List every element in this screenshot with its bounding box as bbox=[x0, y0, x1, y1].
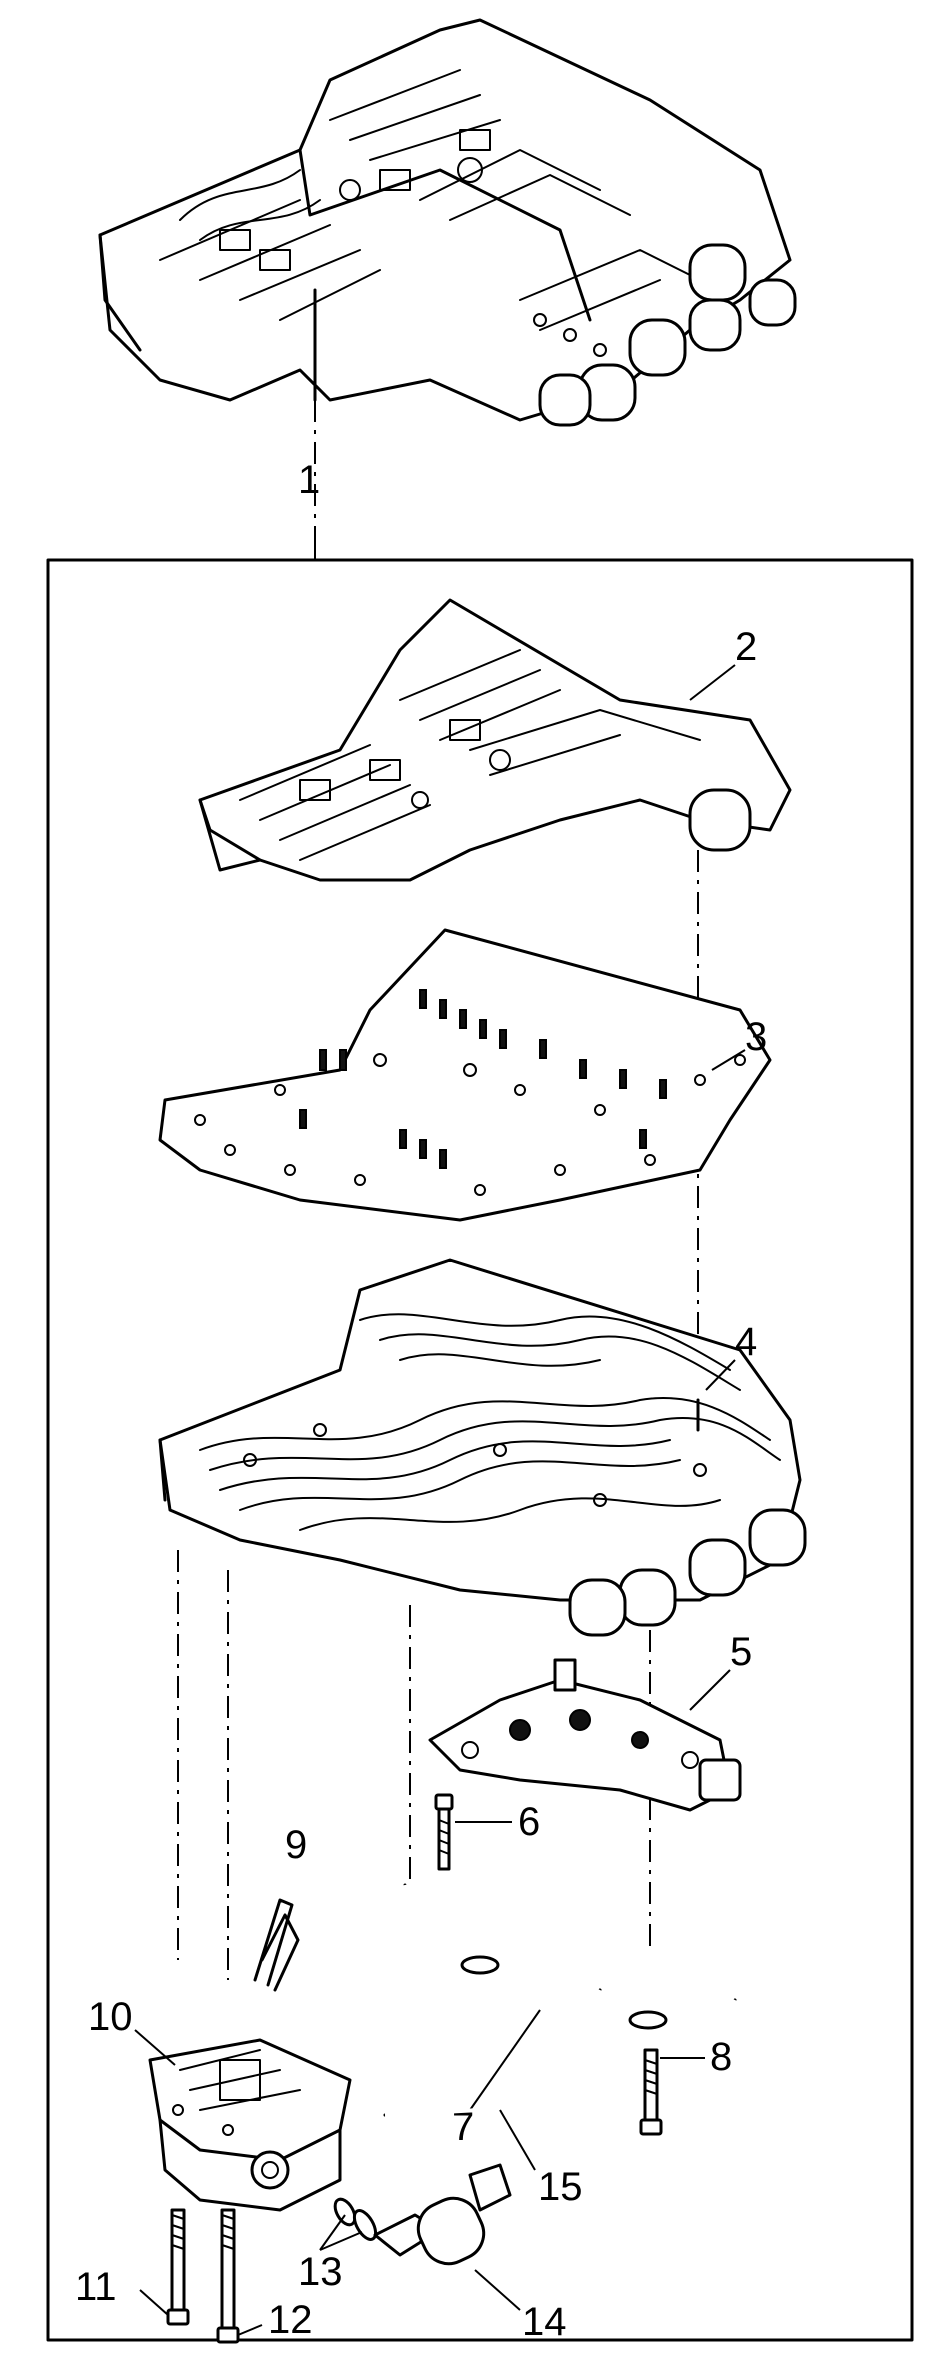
callout-11: 11 bbox=[75, 2265, 117, 2309]
part-14-solenoid bbox=[373, 2163, 512, 2266]
part-4-lower-valve-body bbox=[158, 1258, 807, 1637]
callout-3: 3 bbox=[745, 1015, 767, 1059]
part-1-valve-body-assembly bbox=[98, 18, 797, 427]
part-2-leader bbox=[689, 664, 736, 701]
solenoid-lower-1 bbox=[748, 1508, 807, 1567]
part-3-leader bbox=[711, 1049, 746, 1071]
part-8-bolt bbox=[639, 2048, 663, 2136]
callout-12: 12 bbox=[268, 2298, 313, 2342]
callout-14: 14 bbox=[522, 2300, 567, 2344]
solenoid-lower-4 bbox=[568, 1578, 627, 1637]
part-2-upper-valve-body bbox=[198, 598, 792, 882]
part-12-leader bbox=[237, 2324, 263, 2336]
part-15-oil-tube bbox=[383, 1988, 602, 2117]
components-frame bbox=[46, 558, 914, 2342]
part-10-valve-block bbox=[148, 2038, 352, 2212]
part-4-leader bbox=[705, 1359, 736, 1391]
part-9-retaining-clip bbox=[253, 1898, 300, 1992]
part-13-o-rings bbox=[333, 2197, 378, 2241]
part-5-control-module bbox=[428, 1658, 742, 1812]
callout-15: 15 bbox=[538, 2165, 583, 2209]
callout-1: 1 bbox=[298, 458, 320, 502]
callout-5: 5 bbox=[730, 1630, 752, 1674]
part-10-leader bbox=[134, 2029, 176, 2066]
part-11-leader bbox=[139, 2289, 169, 2316]
callout-10: 10 bbox=[88, 1995, 133, 2039]
callout-2: 2 bbox=[735, 625, 757, 669]
callout-4: 4 bbox=[735, 1320, 757, 1364]
part-14-leader bbox=[474, 2269, 521, 2311]
part-11-bolt bbox=[166, 2208, 190, 2326]
plate-holes bbox=[194, 1053, 746, 1196]
callout-8: 8 bbox=[710, 2035, 732, 2079]
part-7-leader bbox=[469, 2009, 541, 2111]
callout-9: 9 bbox=[285, 1823, 307, 1867]
callout-7: 7 bbox=[452, 2105, 474, 2149]
solenoid-lower-3 bbox=[618, 1568, 677, 1627]
part-3-separator-plate bbox=[158, 928, 772, 1222]
callout-13: 13 bbox=[298, 2250, 343, 2294]
part-7-oil-tube bbox=[403, 1883, 737, 2032]
part-5-leader bbox=[689, 1669, 731, 1711]
part-15-leader bbox=[499, 2109, 536, 2171]
solenoid-cluster-top bbox=[538, 243, 797, 427]
part-6-bolt bbox=[434, 1793, 454, 1871]
part-13-leader-a bbox=[319, 2214, 346, 2251]
callout-6: 6 bbox=[518, 1800, 540, 1844]
part-13-leader-b bbox=[319, 2231, 363, 2251]
solenoid-lower-2 bbox=[688, 1538, 747, 1597]
solenoid-upper-body bbox=[688, 788, 752, 852]
part-12-bolt bbox=[216, 2208, 240, 2344]
plate-slots bbox=[299, 989, 667, 1169]
